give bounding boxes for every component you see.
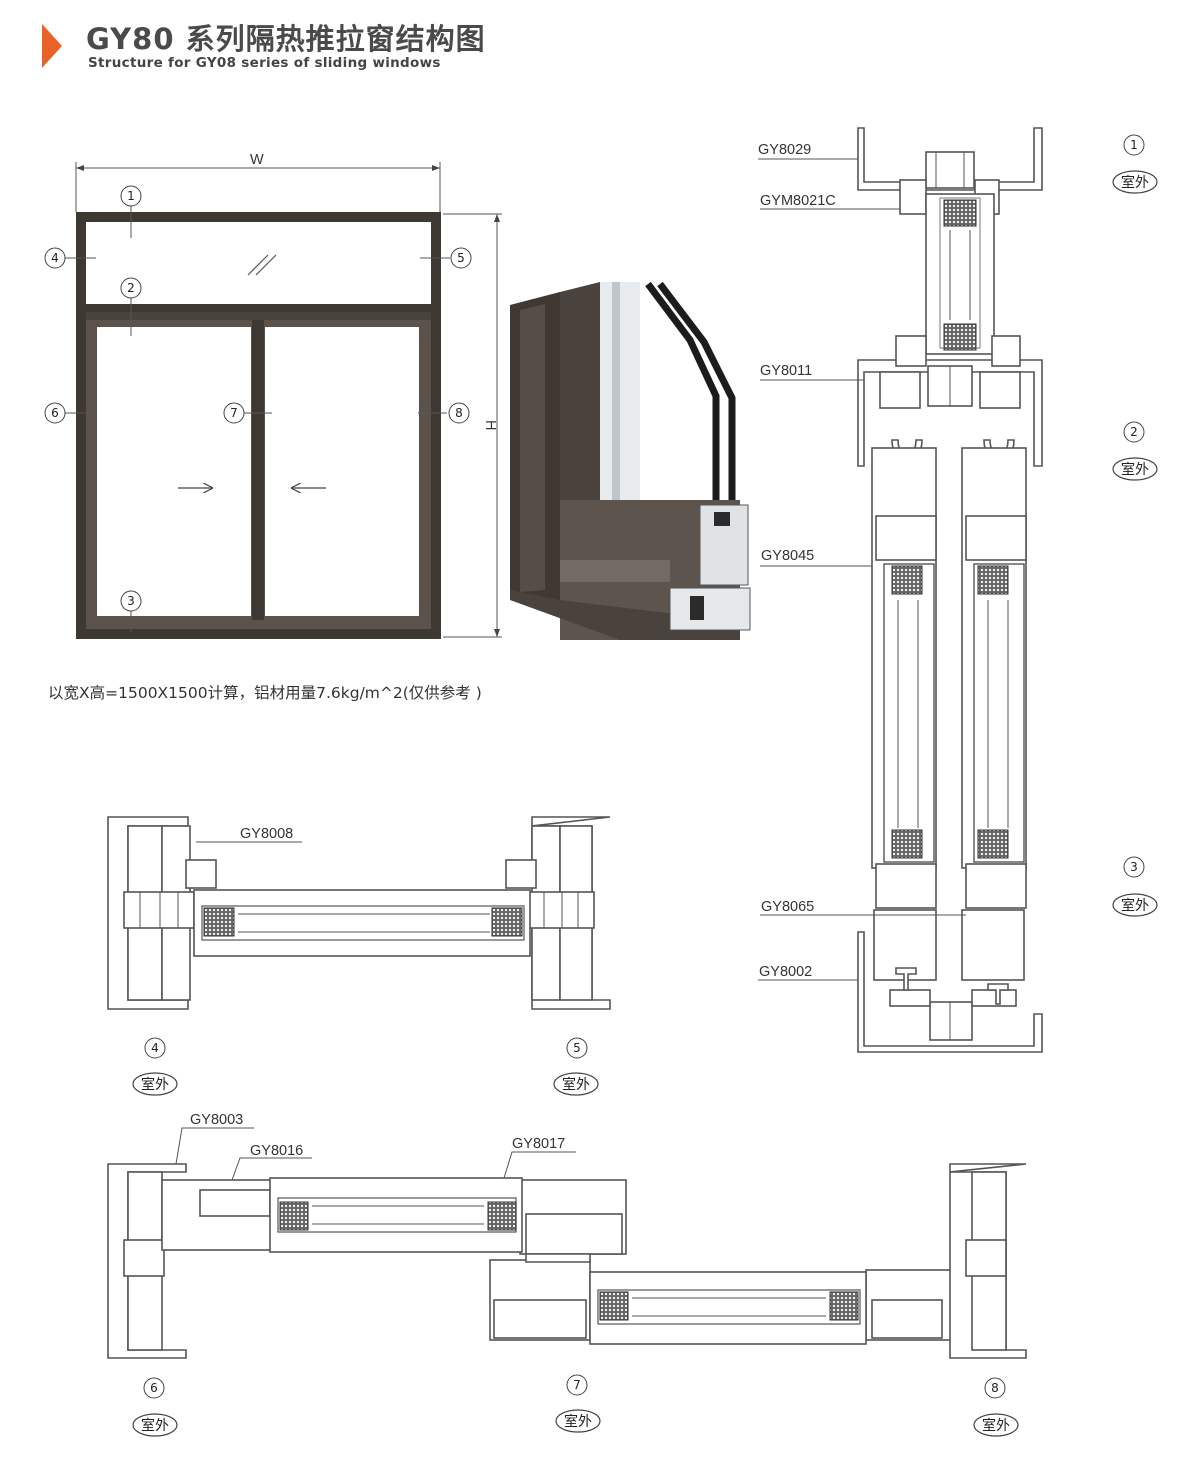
jamb-section: GY8008 4 室外 5 室外: [107, 816, 611, 1096]
material-usage-note: 以宽X高=1500X1500计算，铝材用量7.6kg/m^2(仅供参考 ): [48, 684, 482, 702]
section-number-7: 7: [566, 1374, 588, 1396]
svg-text:室外: 室外: [141, 1417, 169, 1434]
section-number-4: 4: [144, 1037, 166, 1059]
meeting-section: GY8003 GY8016 GY8017 6 室外 7 室外 8 室外: [107, 1112, 1027, 1437]
svg-text:7: 7: [573, 1378, 581, 1392]
svg-text:3: 3: [127, 594, 135, 608]
section-number-2: 2: [1123, 421, 1145, 443]
part-gy8016: GY8016: [250, 1143, 303, 1159]
width-dimension-label: W: [250, 152, 264, 168]
part-gy8065: GY8065: [761, 899, 814, 915]
svg-text:室外: 室外: [1121, 897, 1149, 914]
height-dimension-label: H: [482, 420, 498, 430]
outdoor-badge-5: 室外: [553, 1072, 599, 1096]
part-gym8021c: GYM8021C: [760, 193, 836, 209]
svg-text:8: 8: [991, 1381, 999, 1395]
section-number-3: 3: [1123, 856, 1145, 878]
svg-text:1: 1: [127, 189, 135, 203]
part-gy8008: GY8008: [240, 826, 293, 842]
outdoor-badge-3: 室外: [1112, 893, 1158, 917]
svg-text:室外: 室外: [1121, 174, 1149, 191]
callout-7: 7: [223, 402, 245, 424]
part-gy8017: GY8017: [512, 1136, 565, 1152]
svg-text:室外: 室外: [564, 1413, 592, 1430]
svg-text:6: 6: [51, 406, 59, 420]
svg-text:4: 4: [51, 251, 59, 265]
profile-corner-render: [510, 281, 751, 640]
svg-text:4: 4: [151, 1041, 159, 1055]
page-subtitle: Structure for GY08 series of sliding win…: [88, 55, 441, 71]
outdoor-badge-2: 室外: [1112, 457, 1158, 481]
outdoor-badge-7: 室外: [555, 1409, 601, 1433]
window-elevation: W H 1: [44, 152, 502, 639]
callout-3: 3: [120, 590, 142, 612]
page-title: GY80 系列隔热推拉窗结构图: [86, 22, 486, 56]
section-number-5: 5: [566, 1037, 588, 1059]
callout-5: 5: [450, 247, 472, 269]
svg-text:2: 2: [127, 281, 135, 295]
svg-text:7: 7: [230, 406, 238, 420]
section-number-6: 6: [143, 1377, 165, 1399]
outdoor-badge-1: 室外: [1112, 170, 1158, 194]
callout-2: 2: [120, 277, 142, 299]
svg-text:室外: 室外: [1121, 461, 1149, 478]
part-gy8003: GY8003: [190, 1112, 243, 1128]
part-gy8045: GY8045: [761, 548, 814, 564]
vertical-section: GY8029 GYM8021C GY8011 GY8045 GY8065 GY8…: [758, 127, 1158, 1053]
callout-1: 1: [120, 185, 142, 207]
callout-6: 6: [44, 402, 66, 424]
outdoor-badge-8: 室外: [973, 1413, 1019, 1437]
accent-marker-icon: [42, 24, 62, 68]
svg-text:室外: 室外: [982, 1417, 1010, 1434]
part-gy8011: GY8011: [760, 363, 812, 379]
outdoor-badge-4: 室外: [132, 1072, 178, 1096]
section-number-8: 8: [984, 1377, 1006, 1399]
svg-text:8: 8: [455, 406, 463, 420]
svg-text:室外: 室外: [562, 1076, 590, 1093]
svg-text:1: 1: [1130, 138, 1138, 152]
callout-4: 4: [44, 247, 66, 269]
callout-8: 8: [448, 402, 470, 424]
svg-text:5: 5: [457, 251, 465, 265]
svg-text:室外: 室外: [141, 1076, 169, 1093]
svg-text:5: 5: [573, 1041, 581, 1055]
section-number-1: 1: [1123, 134, 1145, 156]
svg-text:3: 3: [1130, 860, 1138, 874]
outdoor-badge-6: 室外: [132, 1413, 178, 1437]
svg-text:6: 6: [150, 1381, 158, 1395]
svg-text:2: 2: [1130, 425, 1138, 439]
part-gy8002: GY8002: [759, 964, 812, 980]
part-gy8029: GY8029: [758, 142, 811, 158]
